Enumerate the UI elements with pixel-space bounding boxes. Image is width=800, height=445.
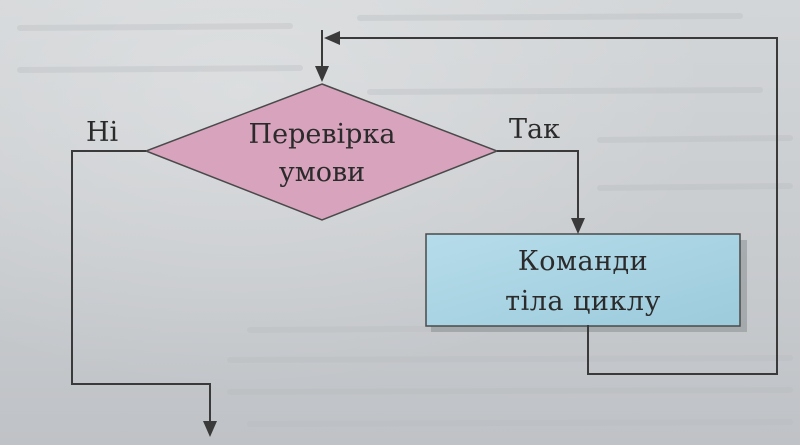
decision-text: Перевірка умови <box>200 116 444 192</box>
process-line-2: тіла циклу <box>505 286 661 317</box>
exit-arrowhead <box>203 421 217 437</box>
decision-line-1: Перевірка <box>248 119 396 150</box>
no-label: Ні <box>86 117 119 148</box>
yes-arrowhead <box>571 218 585 234</box>
process-line-1: Команди <box>517 246 649 277</box>
no-branch-line <box>71 150 211 425</box>
process-box <box>425 233 741 327</box>
loop-arrowhead <box>324 31 340 45</box>
yes-label: Так <box>509 114 560 145</box>
yes-branch-line <box>497 150 579 228</box>
process-text: Команди тіла циклу <box>427 242 739 322</box>
decision-line-2: умови <box>278 157 366 188</box>
entry-arrowhead <box>315 66 329 82</box>
loop-back-line <box>338 37 778 375</box>
decision-diamond <box>143 83 500 221</box>
